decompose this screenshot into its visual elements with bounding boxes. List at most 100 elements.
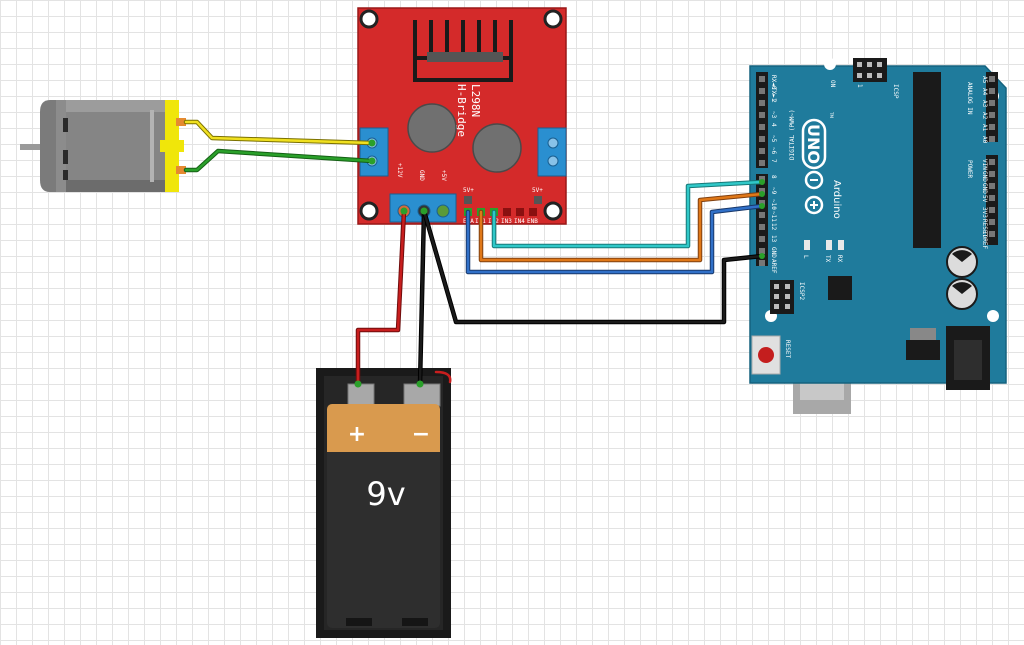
digital-pin-label: 8	[770, 175, 777, 179]
wire-in1-orange	[479, 192, 764, 262]
analog-pin-label: A2	[981, 112, 988, 120]
capacitor	[407, 103, 457, 153]
battery-terminal-negative	[403, 383, 441, 407]
power-pin	[989, 207, 995, 213]
digital-pin-label: ~6	[770, 147, 777, 155]
digital-pin-label: ~5	[770, 135, 777, 143]
capacitor	[472, 123, 522, 173]
icsp-pin1-label: 1	[856, 84, 863, 88]
battery-body	[327, 456, 440, 628]
wire-battery-positive	[356, 209, 406, 386]
arduino-brand-text: Arduino	[831, 180, 842, 219]
icsp-label: ICSP	[892, 84, 899, 99]
electrolytic-capacitor	[946, 278, 978, 310]
power-pin	[989, 195, 995, 201]
digital-pin	[759, 260, 765, 266]
mount-hole	[543, 201, 563, 221]
rx-label: RX	[836, 255, 843, 263]
digital-pin-label: 4	[770, 123, 777, 127]
digital-pin	[759, 148, 765, 154]
power-pin-label: IOREF	[981, 231, 988, 249]
analog-pin-label: A0	[981, 136, 988, 144]
power-pin-label: GND	[981, 171, 988, 182]
on-label: ON	[829, 80, 836, 88]
power-pin-label: RESET	[981, 219, 988, 237]
digital-pin-label: ~11	[770, 211, 777, 222]
analog-pin-label: A5	[981, 76, 988, 84]
digital-pin-label: 2	[770, 99, 777, 103]
electrolytic-capacitor	[946, 246, 978, 278]
digital-pin	[759, 88, 765, 94]
analog-pin-label: A4	[981, 88, 988, 96]
power-pin-label: GND	[981, 183, 988, 194]
wire-motor-yellow	[184, 120, 374, 145]
digital-pin	[759, 124, 765, 130]
power-pins	[989, 159, 995, 237]
power-pin	[989, 231, 995, 237]
power-pin	[989, 183, 995, 189]
label-in3: IN3	[501, 218, 512, 225]
digital-pin	[759, 136, 765, 142]
wire-endpoints	[354, 139, 765, 388]
digital-pin-label: 13	[770, 235, 777, 243]
motor-terminal-2	[176, 166, 186, 174]
wire-in2-cyan	[492, 180, 764, 248]
wire-ena-blue	[466, 204, 764, 274]
tm-mark: TM	[829, 111, 834, 118]
analog-pin	[989, 88, 995, 94]
battery-top	[327, 404, 440, 462]
digital-pin-label: ~9	[770, 187, 777, 195]
label-5v: +5V	[440, 170, 447, 181]
label-5v-left: 5V+	[463, 187, 474, 194]
power-pin	[989, 159, 995, 165]
label-12v: +12V	[396, 163, 403, 178]
usb-chip	[828, 276, 852, 300]
digital-pin	[759, 248, 765, 254]
voltage-regulator	[910, 328, 936, 342]
mount-hole	[543, 9, 563, 29]
digital-pin-label: TX►1	[770, 87, 777, 102]
uno-logo-text: UNO	[804, 124, 823, 164]
arduino-logo	[801, 118, 827, 215]
motor-a-terminal	[359, 127, 389, 177]
wire-battery-loop	[434, 370, 452, 384]
analog-pin	[989, 100, 995, 106]
tx-label: TX	[824, 255, 831, 263]
digital-header-high	[756, 72, 768, 168]
mount-hole	[824, 58, 836, 70]
battery-voltage-label: 9v	[366, 475, 405, 513]
digital-pin	[759, 212, 765, 218]
analog-pin	[989, 124, 995, 130]
power-pin	[989, 171, 995, 177]
power-label: POWER	[966, 160, 973, 178]
analog-pin	[989, 112, 995, 118]
power-pin-label: 5V	[981, 195, 988, 203]
label-enb: ENB	[527, 218, 538, 225]
power-pin-label: 3V3	[981, 207, 988, 218]
dc-motor	[20, 100, 186, 192]
digital-pin-label: ~3	[770, 111, 777, 119]
led-tx	[826, 240, 832, 250]
digital-label: DIGITAL (PWM~)	[789, 109, 796, 160]
mount-hole	[359, 201, 379, 221]
wire-battery-negative	[418, 209, 426, 386]
l298n-title: L298N	[469, 84, 482, 117]
digital-header-low	[756, 174, 768, 266]
reset-button[interactable]	[751, 335, 781, 375]
power-pin	[989, 219, 995, 225]
digital-pin	[759, 112, 765, 118]
analog-pin	[989, 136, 995, 142]
label-gnd: GND	[418, 170, 425, 181]
heatsink	[413, 20, 513, 82]
digital-pin	[759, 76, 765, 82]
digital-pin	[759, 160, 765, 166]
battery-9v: + − 9v	[316, 368, 451, 638]
digital-pin-label: GND	[770, 247, 777, 258]
battery-minus-label: −	[412, 422, 430, 447]
digital-pin-label: 7	[770, 159, 777, 163]
analog-pin-label: A3	[981, 100, 988, 108]
label-in4: IN4	[514, 218, 525, 225]
